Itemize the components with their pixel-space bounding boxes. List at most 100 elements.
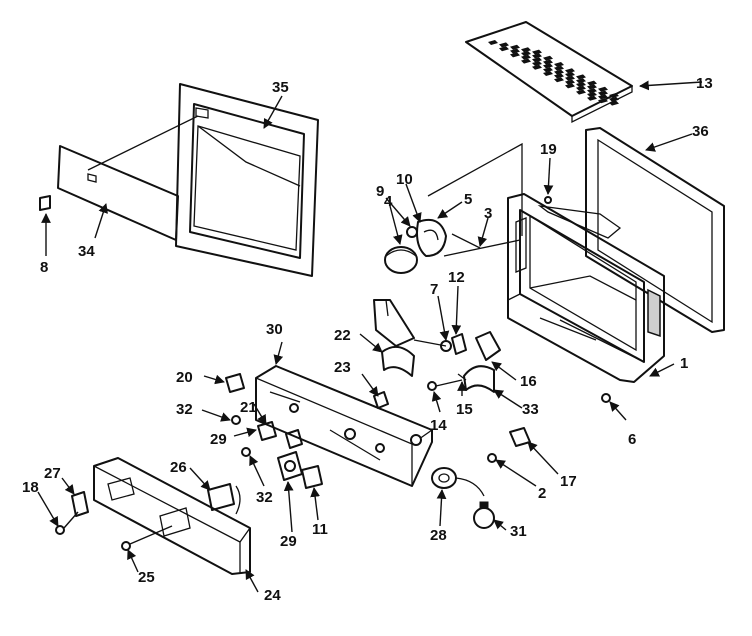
callout-16: 16 (520, 373, 537, 390)
connector-part-23 (373, 391, 389, 409)
callout-17: 17 (560, 473, 577, 490)
grille-hole (499, 42, 509, 48)
callout-13: 13 (696, 75, 713, 92)
grille-hole (532, 64, 542, 70)
callout-2: 2 (538, 485, 546, 502)
callout-33: 33 (522, 401, 539, 418)
grille-hole (532, 57, 542, 63)
grille-hole (598, 94, 608, 100)
callout-4: 4 (384, 193, 393, 210)
callout-34: 34 (78, 243, 95, 260)
grille-hole (543, 71, 553, 76)
screw-part-32-upper (231, 415, 241, 425)
callout-35: 35 (272, 79, 289, 96)
clip-part-8 (39, 195, 51, 211)
screw-part-2 (487, 453, 497, 463)
grille-hole (532, 49, 542, 55)
grille-hole (576, 89, 586, 95)
grille-hole (521, 54, 531, 60)
door-frame-part-35 (175, 83, 319, 277)
grille-hole (510, 48, 520, 54)
grille-hole (598, 98, 608, 104)
screw-part-19 (544, 196, 552, 204)
callout-29-lower: 29 (280, 533, 297, 550)
screw-part-6 (601, 393, 611, 403)
grille-hole (554, 77, 564, 83)
callout-5: 5 (464, 191, 472, 208)
grille-hole (565, 75, 575, 81)
grille-hole (598, 90, 608, 96)
callout-11: 11 (312, 521, 328, 538)
callout-3: 3 (484, 205, 492, 222)
damper-assembly (373, 299, 467, 377)
grille-hole (576, 78, 586, 84)
grille-hole (521, 58, 531, 64)
thermostat-part-29 (277, 451, 303, 481)
grille-hole (565, 79, 575, 85)
grille-hole (499, 46, 509, 52)
grille-hole (587, 80, 597, 86)
switch-part-26 (207, 483, 241, 515)
grille-hole (488, 40, 498, 45)
callout-6: 6 (628, 431, 636, 448)
callout-15: 15 (456, 401, 473, 418)
grille-hole (609, 96, 619, 102)
grille-hole (554, 69, 564, 75)
grille-hole (554, 65, 564, 71)
grille-hole (576, 85, 586, 91)
grille-hole (554, 73, 564, 79)
callout-labels: 1 2 3 4 5 6 7 8 9 10 11 12 13 14 15 16 1… (22, 75, 713, 604)
callout-27: 27 (44, 465, 61, 482)
grille-hole (576, 82, 586, 87)
grille-hole (510, 44, 520, 50)
socket-part-28 (431, 467, 485, 497)
grille-hole (609, 93, 619, 98)
callout-14: 14 (430, 417, 447, 434)
grille-part-13 (465, 21, 633, 124)
callout-10: 10 (396, 171, 413, 188)
callout-8: 8 (40, 259, 48, 276)
grille-hole (587, 88, 597, 94)
callout-32-lower: 32 (256, 489, 273, 506)
callout-19: 19 (540, 141, 557, 158)
callout-36: 36 (692, 123, 709, 140)
callout-29-upper: 29 (210, 431, 227, 448)
grille-hole (587, 95, 597, 101)
socket-part-11 (301, 465, 323, 489)
grille-hole (609, 100, 619, 106)
bulb-part-31 (473, 501, 495, 529)
panel-part-34 (57, 115, 199, 241)
grille-hole (543, 55, 553, 61)
callout-26: 26 (170, 459, 187, 476)
grille-hole (521, 47, 531, 53)
grille-hole (543, 67, 553, 73)
callout-32-upper: 32 (176, 401, 193, 418)
callout-1: 1 (680, 355, 688, 372)
grille-hole (565, 83, 575, 89)
grille-hole (598, 86, 608, 92)
grille-hole (532, 53, 542, 59)
callout-7: 7 (430, 281, 438, 298)
grille-hole (543, 63, 553, 69)
callout-24: 24 (264, 587, 281, 604)
callout-21: 21 (240, 399, 257, 416)
bracket-part-17 (509, 427, 531, 447)
screw-part-18 (55, 525, 65, 535)
switch-part-21 (257, 403, 303, 449)
grille-hole (565, 68, 575, 74)
callout-22: 22 (334, 327, 351, 344)
housing-part-1 (507, 193, 665, 383)
grille-hole (554, 62, 564, 67)
callout-25: 25 (138, 569, 155, 586)
callout-31: 31 (510, 523, 527, 540)
grille-hole (521, 51, 531, 56)
bracket-part-27 (71, 491, 89, 517)
callout-23: 23 (334, 359, 351, 376)
fan-assembly (384, 142, 523, 274)
callout-28: 28 (430, 527, 447, 544)
leader-lines (37, 80, 703, 593)
callout-12: 12 (448, 269, 465, 286)
grille-hole (543, 59, 553, 65)
grille-hole (576, 74, 586, 80)
